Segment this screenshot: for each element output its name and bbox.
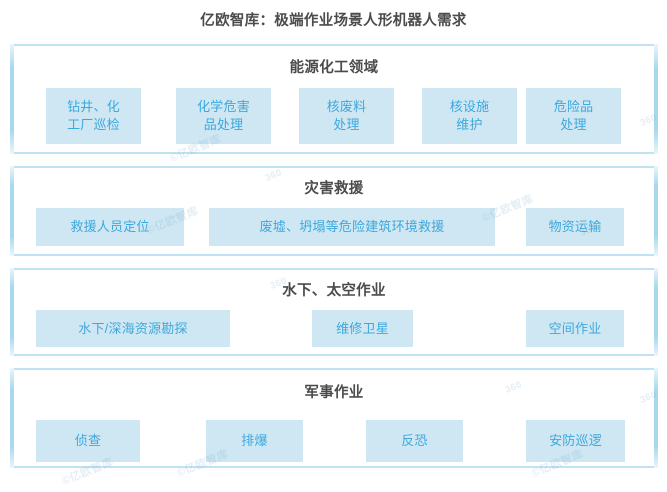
chip-row: 水下/深海资源勘探 维修卫星 空间作业: [14, 310, 654, 347]
chip-item[interactable]: 维修卫星: [312, 310, 413, 347]
chip-item[interactable]: 化学危害 品处理: [176, 88, 271, 144]
chip-item[interactable]: 物资运输: [526, 208, 624, 246]
chip-item[interactable]: 水下/深海资源勘探: [36, 310, 230, 347]
chip-item[interactable]: 核设施 维护: [422, 88, 517, 144]
chip-row: 侦查 排爆 反恐 安防巡逻: [14, 420, 654, 462]
section-heading: 水下、太空作业: [282, 283, 386, 299]
section-card-disaster-rescue: 灾害救援 救援人员定位 废墟、坍塌等危险建筑环境救援 物资运输: [10, 166, 658, 256]
chip-item[interactable]: 反恐: [366, 420, 463, 462]
chip-item[interactable]: 危险品 处理: [526, 88, 621, 144]
chip-item[interactable]: 空间作业: [526, 310, 624, 347]
chip-item[interactable]: 排爆: [206, 420, 303, 462]
chip-item[interactable]: 废墟、坍塌等危险建筑环境救援: [209, 208, 495, 246]
chip-item[interactable]: 救援人员定位: [36, 208, 184, 246]
section-card-military: 军事作业 侦查 排爆 反恐 安防巡逻: [10, 368, 658, 468]
chip-item[interactable]: 核废料 处理: [299, 88, 394, 144]
section-heading: 军事作业: [304, 385, 364, 401]
page-title: 亿欧智库：极端作业场景人形机器人需求: [200, 13, 467, 29]
chip-row: 钻井、化 工厂巡检 化学危害 品处理 核废料 处理 核设施 维护 危险品 处理: [14, 88, 654, 144]
section-heading: 灾害救援: [304, 181, 364, 197]
section-card-energy-chemical: 能源化工领域 钻井、化 工厂巡检 化学危害 品处理 核废料 处理 核设施 维护 …: [10, 44, 658, 154]
section-heading: 能源化工领域: [289, 60, 379, 76]
section-stack: 能源化工领域 钻井、化 工厂巡检 化学危害 品处理 核废料 处理 核设施 维护 …: [10, 44, 658, 480]
chip-item[interactable]: 侦查: [36, 420, 140, 462]
section-card-underwater-space: 水下、太空作业 水下/深海资源勘探 维修卫星 空间作业: [10, 268, 658, 356]
chip-item[interactable]: 钻井、化 工厂巡检: [46, 88, 141, 144]
chip-item[interactable]: 安防巡逻: [526, 420, 625, 462]
chip-row: 救援人员定位 废墟、坍塌等危险建筑环境救援 物资运输: [14, 208, 654, 246]
